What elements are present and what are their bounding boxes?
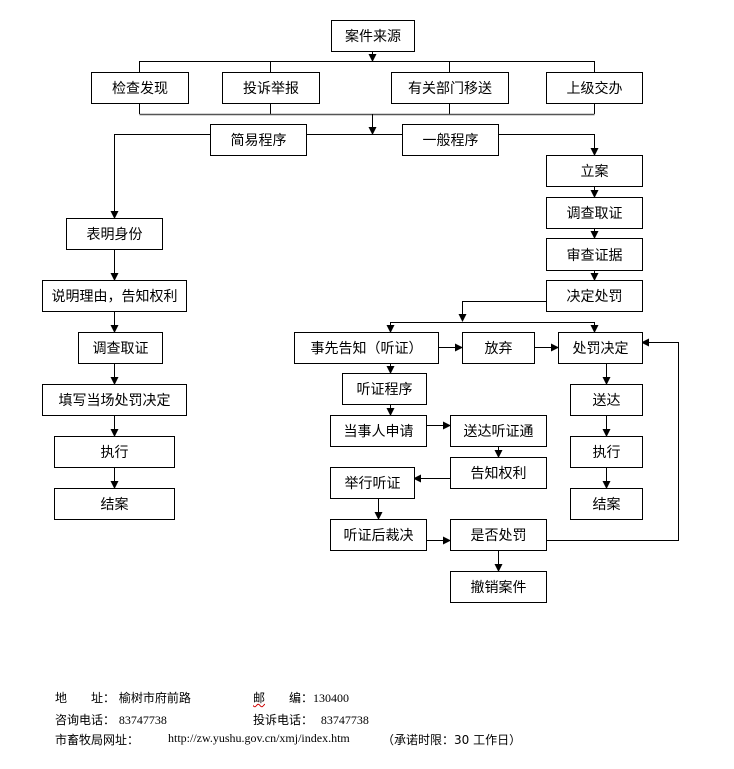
website-label: 市畜牧局网址： xyxy=(55,731,139,748)
general-step-file: 立案 xyxy=(546,155,643,187)
general-procedure-box: 一般程序 xyxy=(402,124,499,156)
complaint-row: 投诉电话： 83747738 xyxy=(253,711,369,728)
penalty-decision-box: 处罚决定 xyxy=(558,332,643,364)
prior-notice-box: 事先告知（听证） xyxy=(294,332,439,364)
deliver-box: 送达 xyxy=(570,384,643,416)
inform-rights-box: 告知权利 xyxy=(450,457,547,489)
complaint-label: 投诉电话： xyxy=(253,713,314,727)
general-step-investigate: 调查取证 xyxy=(546,197,643,229)
simple-step-execute: 执行 xyxy=(54,436,175,468)
postcode-row: 邮 编：130400 xyxy=(253,689,349,706)
general-close-box: 结案 xyxy=(570,488,643,520)
postcode-label-char: 邮 xyxy=(253,691,266,705)
website-link[interactable]: http://zw.yushu.gov.cn/xmj/index.htm xyxy=(168,731,350,745)
waive-box: 放弃 xyxy=(462,332,535,364)
source-box-complaint: 投诉举报 xyxy=(222,72,320,104)
simple-step-investigate: 调查取证 xyxy=(78,332,163,364)
complaint-phone: 83747738 xyxy=(320,713,369,727)
simple-step-identify: 表明身份 xyxy=(66,218,163,250)
consult-row: 咨询电话： 83747738 xyxy=(55,711,167,728)
source-box-transfer: 有关部门移送 xyxy=(391,72,509,104)
simple-step-explain: 说明理由，告知权利 xyxy=(42,280,187,312)
simple-step-fill-decision: 填写当场处罚决定 xyxy=(42,384,187,416)
whether-penalty-box: 是否处罚 xyxy=(450,519,547,551)
address-label: 地 址： xyxy=(55,691,116,705)
source-box-superior: 上级交办 xyxy=(546,72,643,104)
promise-time: （承诺时限：30 工作日） xyxy=(382,731,521,748)
party-apply-box: 当事人申请 xyxy=(330,415,427,447)
website-label-text: 市畜牧局网址： xyxy=(55,733,140,747)
simple-procedure-box: 简易程序 xyxy=(210,124,307,156)
source-box-inspection: 检查发现 xyxy=(91,72,189,104)
feedback-loop xyxy=(546,338,679,541)
hold-hearing-box: 举行听证 xyxy=(330,467,415,499)
general-execute-box: 执行 xyxy=(570,436,643,468)
revoke-case-box: 撤销案件 xyxy=(450,571,547,603)
simple-step-close: 结案 xyxy=(54,488,175,520)
consult-phone: 83747738 xyxy=(118,713,167,727)
send-hearing-notice-box: 送达听证通 xyxy=(450,415,547,447)
postcode-value: 130400 xyxy=(313,691,350,705)
consult-label: 咨询电话： xyxy=(55,713,116,727)
hearing-program-box: 听证程序 xyxy=(342,373,427,405)
promise-text: （承诺时限：30 工作日） xyxy=(382,733,522,747)
postcode-label: 编： xyxy=(265,691,314,705)
website-url[interactable]: http://zw.yushu.gov.cn/xmj/index.htm xyxy=(168,731,350,746)
address-value: 榆树市府前路 xyxy=(118,691,191,705)
case-source-box: 案件来源 xyxy=(331,20,415,52)
address-row: 地 址： 榆树市府前路 xyxy=(55,689,191,706)
post-hearing-ruling-box: 听证后裁决 xyxy=(330,519,427,551)
general-step-decide-penalty: 决定处罚 xyxy=(546,280,643,312)
general-step-review-evidence: 审查证据 xyxy=(546,238,643,271)
